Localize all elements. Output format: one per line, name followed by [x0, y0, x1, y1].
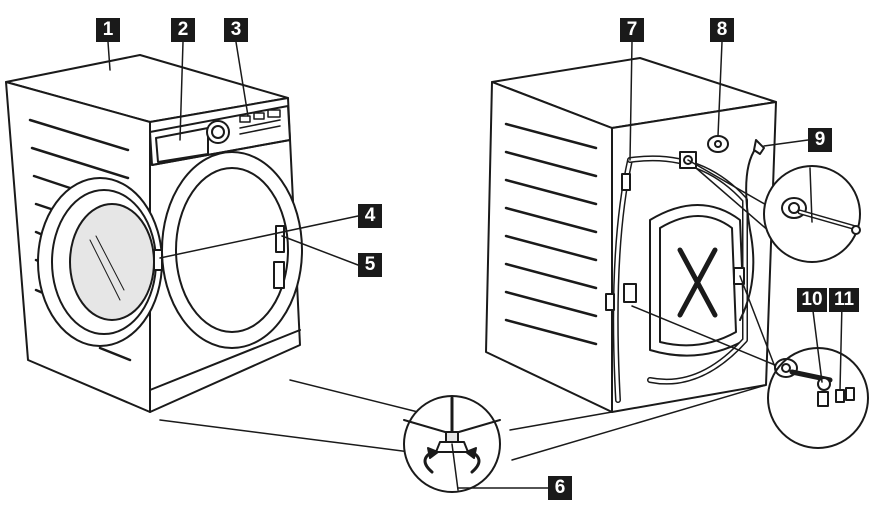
callout-4: 4 — [358, 204, 382, 228]
programme-knob — [206, 120, 230, 144]
rear-top-hole — [707, 135, 729, 153]
open-door — [37, 177, 163, 347]
callout-7: 7 — [620, 18, 644, 42]
control-buttons — [239, 109, 281, 135]
bolts-zoom-circle — [767, 347, 869, 449]
callout-pointers — [107, 41, 843, 489]
callout-8: 8 — [710, 18, 734, 42]
door-handle-recess — [275, 225, 285, 253]
callout-3: 3 — [224, 18, 248, 42]
callout-2: 2 — [171, 18, 195, 42]
detergent-drawer — [155, 127, 209, 163]
callout-9: 9 — [808, 128, 832, 152]
zoom-leaders — [159, 159, 781, 461]
callout-11: 11 — [829, 288, 859, 312]
callout-1: 1 — [96, 18, 120, 42]
rear-machine — [485, 57, 777, 413]
rear-panel-cross — [677, 247, 718, 318]
callout-6: 6 — [548, 476, 572, 500]
power-cable — [739, 147, 757, 321]
door-lock — [273, 261, 285, 289]
foot-zoom-circle — [403, 395, 501, 493]
callout-10: 10 — [797, 288, 827, 312]
inlet-zoom-circle — [763, 165, 861, 263]
door-hinge — [153, 249, 163, 271]
front-machine — [5, 54, 303, 413]
callout-5: 5 — [358, 253, 382, 277]
rear-vents — [504, 122, 598, 346]
